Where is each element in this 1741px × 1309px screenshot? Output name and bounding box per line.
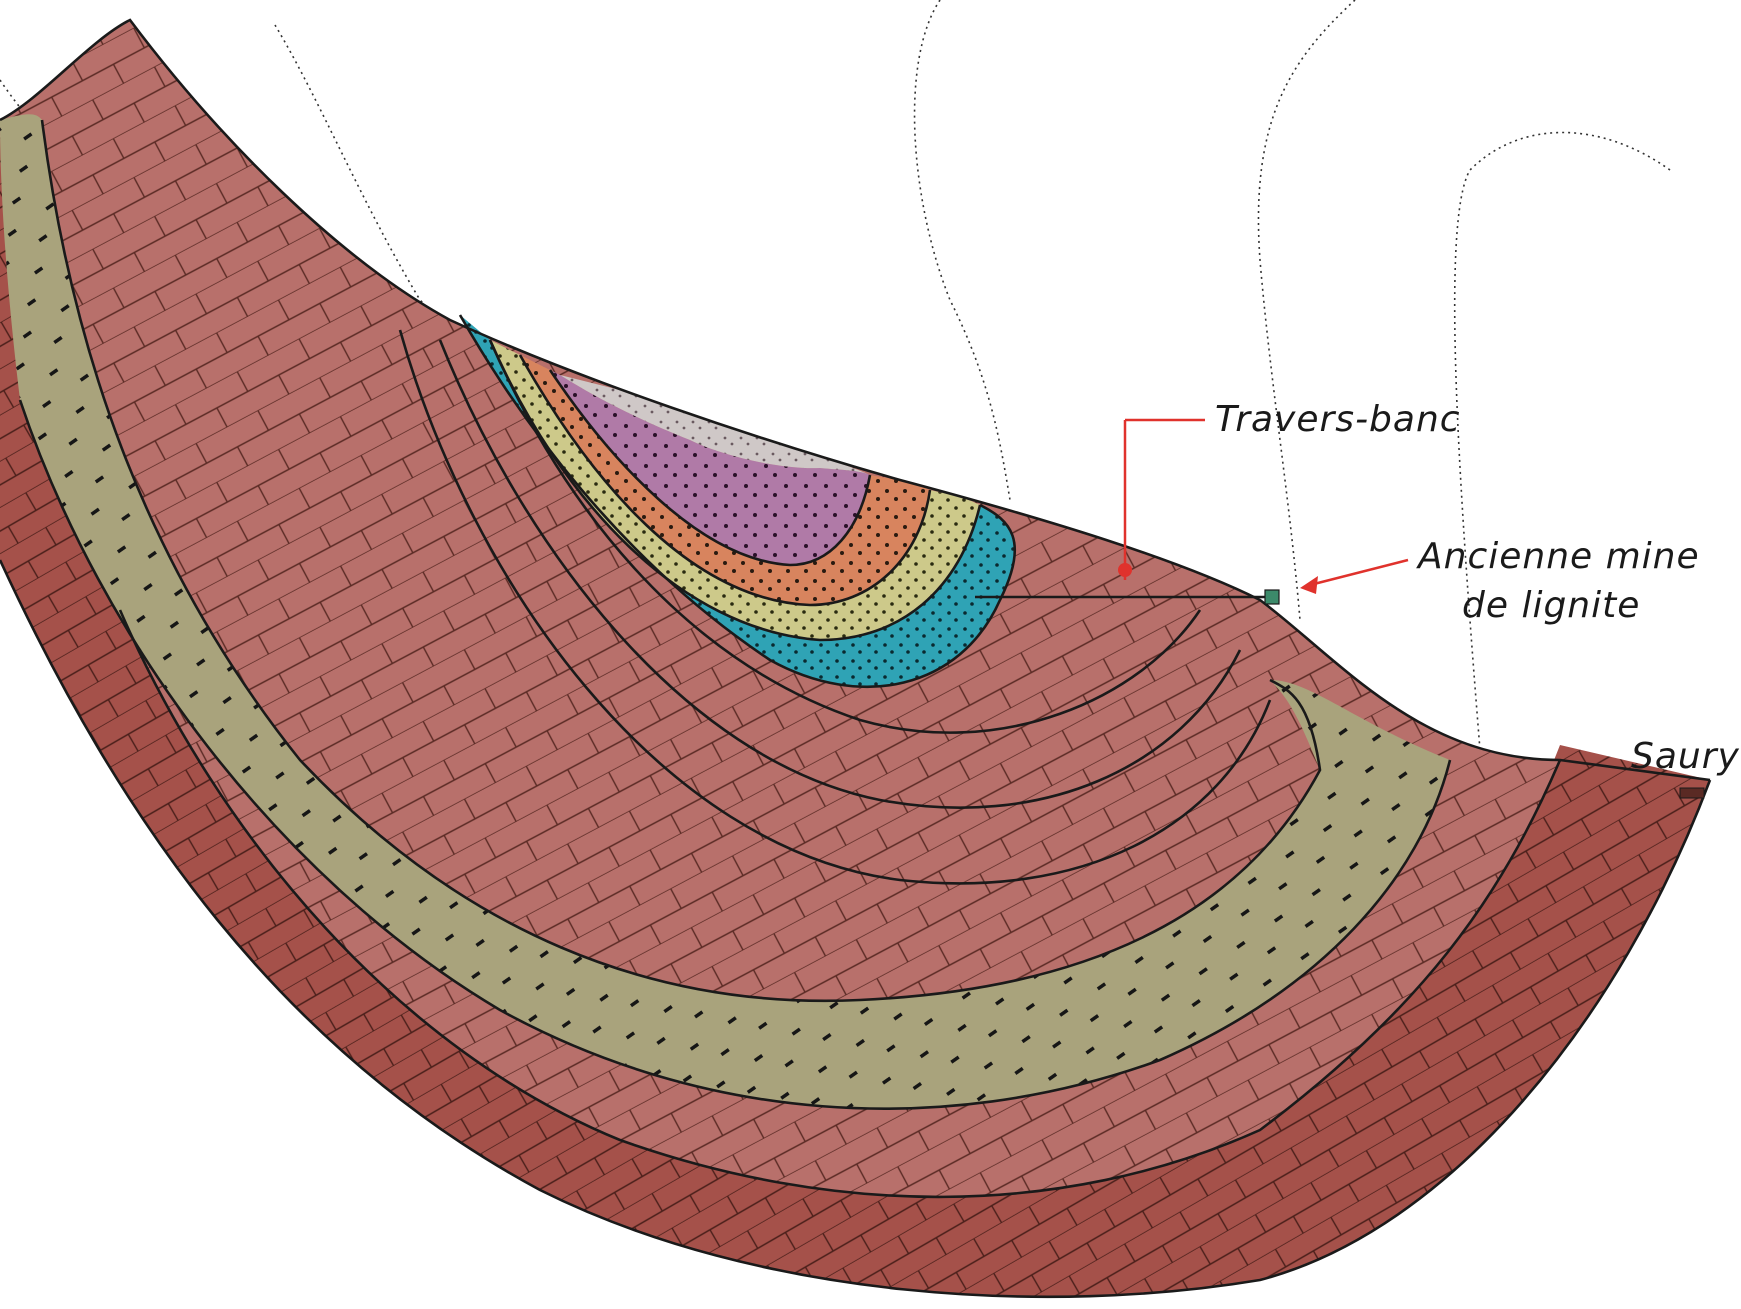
ancienne-mine-leader: [1300, 560, 1408, 594]
travers-banc-label: Travers-banc: [1215, 399, 1461, 440]
saury-marker-icon: [1680, 788, 1704, 798]
mine-entrance-icon: [1265, 590, 1279, 604]
ancienne-mine-label-line1: Ancienne mine: [1416, 536, 1700, 577]
saury-label: Saury: [1631, 736, 1740, 777]
ancienne-mine-label-line2: de lignite: [1462, 585, 1640, 626]
